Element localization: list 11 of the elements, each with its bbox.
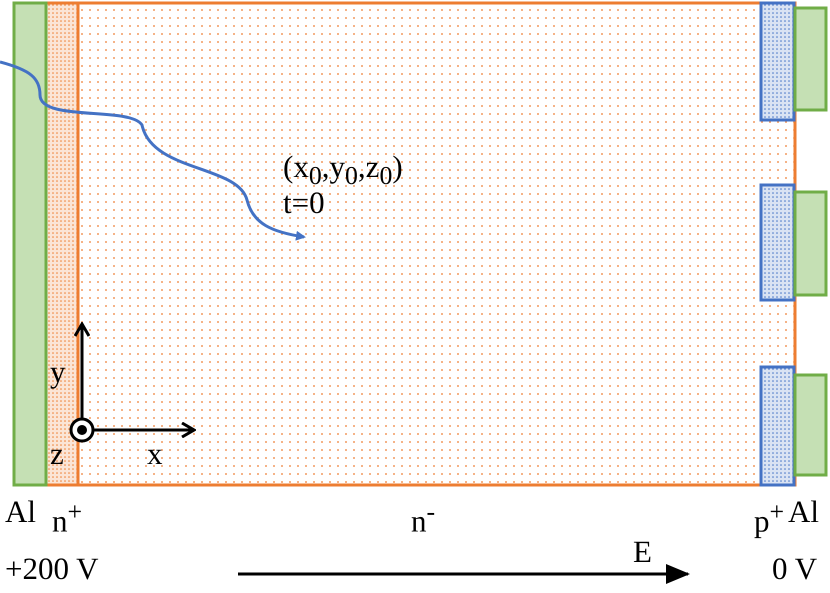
- layer-label: p$^{+}$: [754, 496, 784, 538]
- axis-label: y: [50, 355, 66, 389]
- layer-label: Al: [788, 495, 819, 529]
- axis-label: z: [50, 437, 64, 471]
- layer-label: n$^{+}$: [52, 496, 82, 538]
- field-label: E: [633, 535, 652, 569]
- axis-label: x: [147, 437, 162, 471]
- layer-label: Al: [5, 495, 36, 529]
- voltage-label: 0 V: [772, 552, 818, 586]
- layer-label: n$^{-}$: [411, 496, 436, 538]
- voltage-label: +200 V: [5, 552, 99, 586]
